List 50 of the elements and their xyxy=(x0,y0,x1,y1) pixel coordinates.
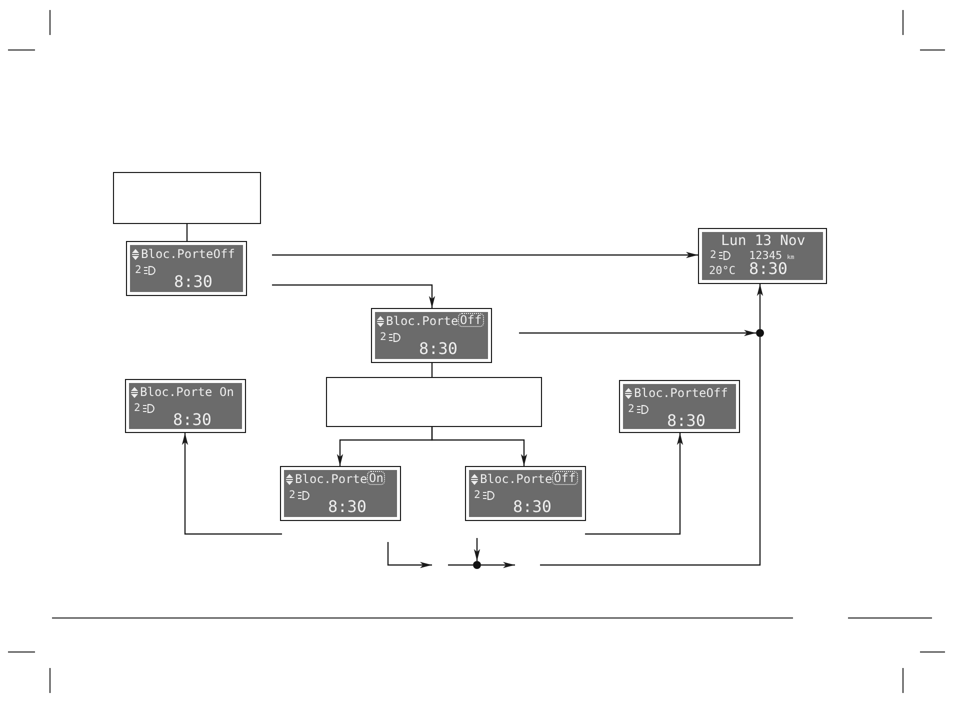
blank-box xyxy=(113,172,261,224)
lcd-display xyxy=(126,241,247,296)
lcd-display xyxy=(371,308,492,363)
display-text: Bloc.Porte On xyxy=(140,386,234,398)
display-text: Bloc.Porte xyxy=(480,473,552,485)
date-text: Lun 13 Nov xyxy=(721,234,806,248)
highlighted-value: On xyxy=(367,471,386,485)
temperature-reading: 20°C xyxy=(709,265,736,276)
connector-line xyxy=(540,337,761,566)
connector-line xyxy=(186,224,188,241)
highlighted-value: Off xyxy=(552,471,578,485)
lcd-display xyxy=(619,380,740,433)
clock-time: 8:30 xyxy=(749,261,788,277)
clock-time: 8:30 xyxy=(174,274,213,290)
clock-time: 8:30 xyxy=(513,499,552,515)
odometer-reading: 12345 xyxy=(749,250,782,261)
display-text: Bloc.Porte xyxy=(295,473,368,485)
blank-box xyxy=(326,377,542,427)
display-text: Bloc.Porte xyxy=(386,315,458,327)
arrow xyxy=(272,284,436,308)
clock-time: 8:30 xyxy=(173,412,212,428)
arrow xyxy=(481,562,515,568)
clock-time: 8:30 xyxy=(667,413,706,429)
junction-dot xyxy=(473,561,481,569)
lcd-display xyxy=(280,466,401,521)
connector-line xyxy=(431,363,433,377)
highlighted-value: Off xyxy=(458,313,484,327)
display-text: 2 xyxy=(135,265,142,276)
connector-line xyxy=(448,564,473,566)
display-text: 2 xyxy=(134,403,140,414)
lcd-display xyxy=(698,228,827,284)
display-text: 2 xyxy=(474,490,480,500)
clock-time: 8:30 xyxy=(419,341,458,357)
display-text: Bloc.PorteOff xyxy=(634,387,728,399)
clock-time: 8:30 xyxy=(328,499,367,515)
lcd-display xyxy=(465,466,586,521)
arrow xyxy=(756,284,764,329)
lcd-display xyxy=(125,379,246,433)
display-text: 2 xyxy=(710,250,716,260)
arrow xyxy=(519,330,756,336)
display-text: Bloc.PorteOff xyxy=(141,248,235,260)
junction-dot xyxy=(756,329,764,337)
display-text: 2 xyxy=(380,332,386,342)
arrow xyxy=(272,252,698,258)
arrow xyxy=(474,538,480,561)
arrow xyxy=(585,433,684,535)
display-text: 2 xyxy=(628,404,634,414)
display-text: 2 xyxy=(289,490,296,500)
arrow xyxy=(431,427,528,466)
arrow xyxy=(182,433,282,535)
